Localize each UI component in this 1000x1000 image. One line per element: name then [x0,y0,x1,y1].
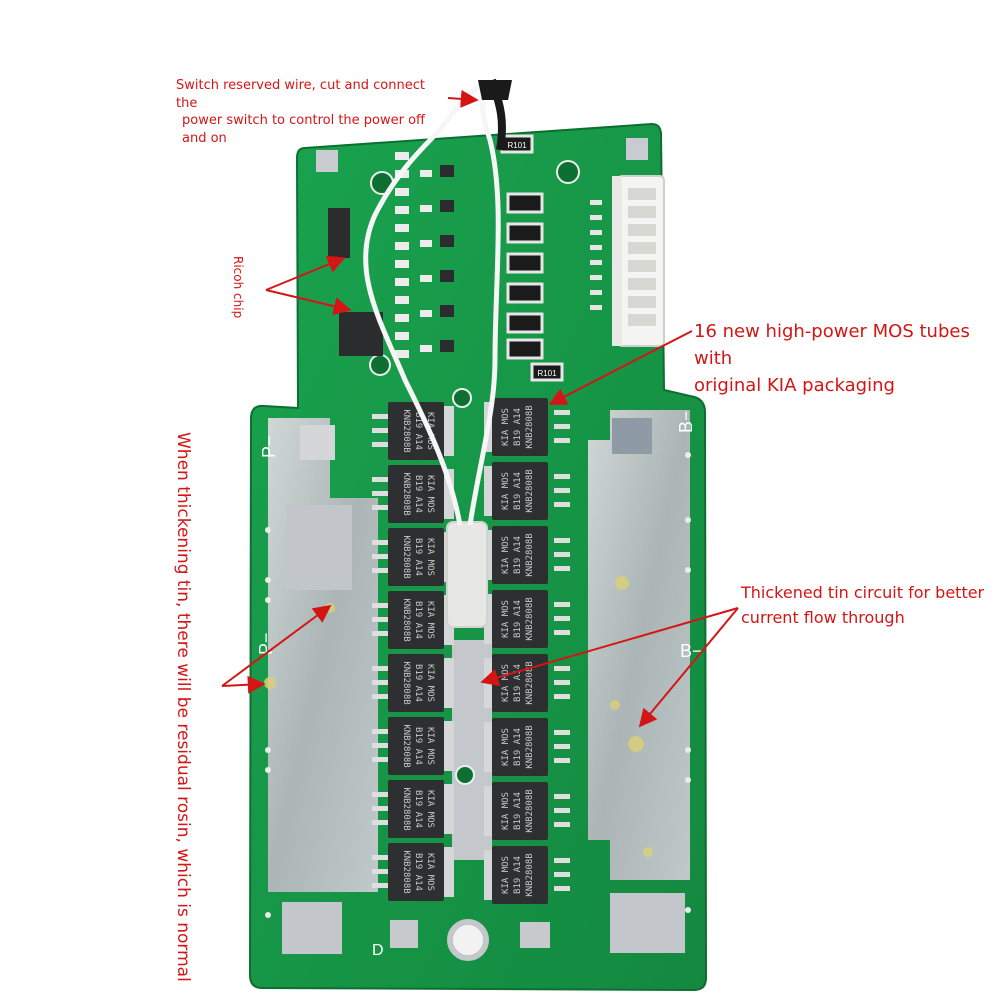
mosfet-marking: KNB2808B [401,724,411,767]
arrow-ricoh-bottom [265,289,352,316]
annotation-switch-line1: Switch reserved wire, cut and connect th… [176,78,425,111]
thermistor [446,521,488,628]
annotation-mos-line2: original KIA packaging [694,375,895,396]
mosfet-marking: KNB2808B [401,787,411,830]
mosfet-marking: KIA MOS [425,475,435,513]
mosfet-marking: KNB2808B [525,853,535,896]
mosfet-marking: KIA MOS [501,664,511,702]
annotation-thickened-tin: Thickened tin circuit for better current… [741,581,991,631]
annotation-mos-line1: 16 new high-power MOS tubes with [694,321,970,369]
mosfet-marking: B19 A14 [413,538,423,576]
balance-connector [612,175,665,347]
mosfet-marking: B19 A14 [513,536,523,574]
annotation-tin-line2: current flow through [741,607,905,627]
control-section: R101 R101 [316,134,665,382]
mosfet-marking: KIA MOS [425,853,435,891]
mosfet-marking: KIA MOS [425,790,435,828]
annotation-mos-tubes: 16 new high-power MOS tubes with origina… [694,318,994,399]
mosfet-marking: B19 A14 [413,664,423,702]
mosfet-marking: KNB2808B [401,598,411,641]
mosfet-marking: B19 A14 [513,408,523,446]
mosfet-marking: KIA MOS [425,538,435,576]
mosfet-marking: B19 A14 [413,412,423,450]
label-b-minus-top: B− [676,410,696,433]
mosfet-marking: KNB2808B [401,850,411,893]
mosfet-marking: KIA MOS [425,664,435,702]
mosfet-marking: B19 A14 [513,664,523,702]
label-d: D [372,942,384,959]
mosfet-marking: B19 A14 [413,475,423,513]
mosfet-marking: KIA MOS [501,792,511,830]
mosfet-marking: KNB2808B [525,533,535,576]
arrow-switch-wire [447,89,479,108]
mosfet-marking: KNB2808B [525,661,535,704]
ricoh-chip-bottom [339,312,383,356]
annotation-switch-wire: Switch reserved wire, cut and connect th… [176,77,446,147]
mosfet-marking: KIA MOS [501,856,511,894]
label-p-minus-top: P− [259,435,279,458]
switch-wire-white-left [363,128,463,526]
annotation-switch-line2: power switch to control the power off an… [182,113,426,146]
wire-bundle-end [478,80,512,100]
mosfet-marking: KIA MOS [501,728,511,766]
mount-hole-bottom [447,919,489,961]
ricoh-chip-top [328,208,350,258]
mosfet-marking: B19 A14 [513,728,523,766]
mosfet-marking: KNB2808B [401,472,411,515]
mosfet-marking: KNB2808B [525,725,535,768]
mosfet-marking: KIA MOS [501,536,511,574]
mosfet-marking: KNB2808B [525,789,535,832]
mosfet-marking: B19 A14 [513,792,523,830]
arrow-tin-center [480,607,739,687]
balance-resistors [506,192,544,360]
mosfet-marking: KNB2808B [401,409,411,452]
mosfet-marking: KNB2808B [401,661,411,704]
arrow-mos [548,330,693,405]
switch-wire-white-right [467,80,501,526]
mosfet-marking: B19 A14 [513,472,523,510]
mosfet-marking: KNB2808B [525,469,535,512]
annotation-residual-rosin: When thickening tin, there will be resid… [173,432,193,982]
mosfet-marking: KIA MOS [425,727,435,765]
mosfet-marking: KIA MOS [501,600,511,638]
annotation-tin-line1: Thickened tin circuit for better [741,583,985,602]
mosfet-marking: KNB2808B [525,597,535,640]
mosfet-marking: KNB2808B [401,535,411,578]
mosfet-marking: KNB2808B [525,405,535,448]
mosfet-marking: B19 A14 [413,601,423,639]
mosfet-marking: KIA MOS [501,408,511,446]
mosfet-marking: KIA MOS [501,472,511,510]
resistor-label-top: R101 [507,141,527,150]
arrow-ricoh-top [265,255,346,291]
annotation-arrows [221,89,739,728]
arrow-rosin-left [221,675,266,694]
mosfet-marking: B19 A14 [513,600,523,638]
mosfet-marking: B19 A14 [413,790,423,828]
label-p-minus-mid: P− [256,632,276,655]
mosfet-marking: B19 A14 [413,853,423,891]
resistor-label-bottom: R101 [537,369,557,378]
arrow-rosin-top [221,604,332,687]
mosfet-marking: B19 A14 [413,727,423,765]
mosfet-marking: KIA MOS [425,601,435,639]
annotation-ricoh-chip: Ricoh chip [231,256,245,319]
label-b-minus-mid: B− [680,641,703,661]
mosfet-marking: B19 A14 [513,856,523,894]
arrow-tin-right [638,607,739,728]
